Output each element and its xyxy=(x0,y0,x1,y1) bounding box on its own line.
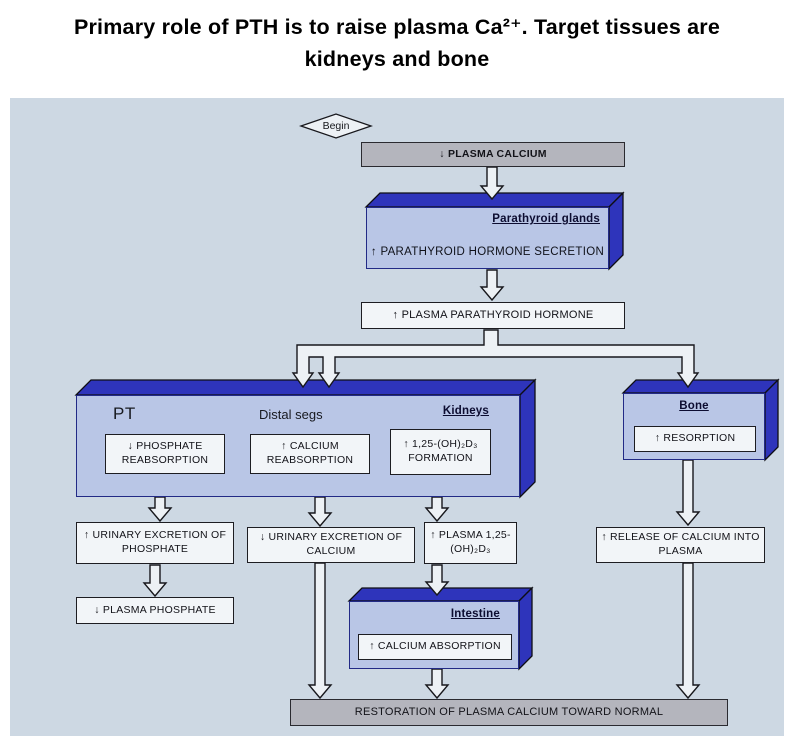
plasma-phosphate-box: ↓ PLASMA PHOSPHATE xyxy=(76,597,234,624)
parathyroid-secretion-text: ↑ PARATHYROID HORMONE SECRETION xyxy=(370,246,605,258)
branch-arrow-to-kidneys-and-bone xyxy=(291,329,700,389)
parathyroid-box-right-face xyxy=(608,191,624,271)
plasma-pth-text: ↑ PLASMA PARATHYROID HORMONE xyxy=(392,309,594,322)
intestine-label: Intestine xyxy=(450,608,500,620)
bone-box-right-face xyxy=(764,378,779,462)
arrow-kidneys-to-urinary-phosphate xyxy=(147,496,173,523)
title-line-1: Primary role of PTH is to raise plasma C… xyxy=(73,15,721,39)
intestine-box: Intestine ↑ CALCIUM ABSORPTION xyxy=(349,601,519,669)
release-calcium-box: ↑ RELEASE OF CALCIUM INTO PLASMA xyxy=(596,527,765,563)
resorption-box: ↑ RESORPTION xyxy=(634,426,756,452)
plasma-pth-box: ↑ PLASMA PARATHYROID HORMONE xyxy=(361,302,625,329)
phosphate-reabsorption-text: ↓ PHOSPHATE REABSORPTION xyxy=(121,440,209,466)
urinary-phosphate-box: ↑ URINARY EXCRETION OF PHOSPHATE xyxy=(76,522,234,564)
restoration-box: RESTORATION OF PLASMA CALCIUM TOWARD NOR… xyxy=(290,699,728,726)
urinary-calcium-box: ↓ URINARY EXCRETION OF CALCIUM xyxy=(247,527,415,563)
restoration-text: RESTORATION OF PLASMA CALCIUM TOWARD NOR… xyxy=(354,706,664,719)
urinary-calcium-text: ↓ URINARY EXCRETION OF CALCIUM xyxy=(259,531,403,557)
d3-formation-text: ↑ 1,25-(OH)₂D₃ FORMATION xyxy=(403,438,478,464)
arrow-plasma-calcium-to-parathyroid xyxy=(479,166,505,201)
arrow-kidneys-to-plasma-d3 xyxy=(424,496,450,523)
bone-box-top-face xyxy=(621,379,780,394)
distal-segs-label: Distal segs xyxy=(259,407,323,422)
arrow-release-calcium-to-restoration xyxy=(675,562,701,700)
figure-title: Primary role of PTH is to raise plasma C… xyxy=(0,11,794,76)
title-line-2: kidneys and bone xyxy=(304,47,490,72)
calcium-reabsorption-box: ↑ CALCIUM REABSORPTION xyxy=(250,434,370,474)
arrow-intestine-to-restoration xyxy=(424,668,450,700)
calcium-absorption-text: ↑ CALCIUM ABSORPTION xyxy=(369,640,501,653)
arrow-kidneys-to-urinary-calcium xyxy=(307,496,333,528)
plasma-d3-box: ↑ PLASMA 1,25-(OH)₂D₃ xyxy=(424,522,517,564)
arrow-plasma-d3-to-intestine xyxy=(424,564,450,597)
release-calcium-text: ↑ RELEASE OF CALCIUM INTO PLASMA xyxy=(601,531,760,557)
phosphate-reabsorption-box: ↓ PHOSPHATE REABSORPTION xyxy=(105,434,225,474)
calcium-reabsorption-text: ↑ CALCIUM REABSORPTION xyxy=(266,440,354,466)
plasma-calcium-box: ↓ PLASMA CALCIUM xyxy=(361,142,625,167)
bone-box: Bone ↑ RESORPTION xyxy=(623,393,765,460)
kidneys-box-right-face xyxy=(519,378,536,499)
begin-diamond xyxy=(298,113,374,139)
flow-arrows xyxy=(142,166,701,700)
plasma-phosphate-text: ↓ PLASMA PHOSPHATE xyxy=(94,603,216,616)
resorption-text: ↑ RESORPTION xyxy=(654,432,736,445)
arrow-urinary-calcium-to-restoration xyxy=(307,562,333,700)
kidneys-box: PT Distal segs Kidneys ↓ PHOSPHATE REABS… xyxy=(76,395,520,497)
urinary-phosphate-text: ↑ URINARY EXCRETION OF PHOSPHATE xyxy=(83,529,227,555)
3d-extrusions xyxy=(74,191,780,671)
bone-label: Bone xyxy=(679,400,709,412)
arrow-bone-to-release-calcium xyxy=(675,459,701,527)
arrow-parathyroid-to-plasma-pth xyxy=(479,269,505,302)
parathyroid-glands-label: Parathyroid glands xyxy=(492,213,600,225)
arrow-urinary-phosphate-to-plasma-phosphate xyxy=(142,564,168,598)
pt-segment-label: PT xyxy=(113,404,136,423)
intestine-box-right-face xyxy=(518,586,533,671)
parathyroid-glands-box: Parathyroid glands ↑ PARATHYROID HORMONE… xyxy=(366,207,609,269)
plasma-calcium-text: ↓ PLASMA CALCIUM xyxy=(439,147,547,160)
d3-formation-box: ↑ 1,25-(OH)₂D₃ FORMATION xyxy=(390,429,491,475)
calcium-absorption-box: ↑ CALCIUM ABSORPTION xyxy=(358,634,512,660)
kidneys-label: Kidneys xyxy=(442,405,489,417)
plasma-d3-text: ↑ PLASMA 1,25-(OH)₂D₃ xyxy=(430,529,511,555)
begin-label: Begin xyxy=(322,120,350,132)
